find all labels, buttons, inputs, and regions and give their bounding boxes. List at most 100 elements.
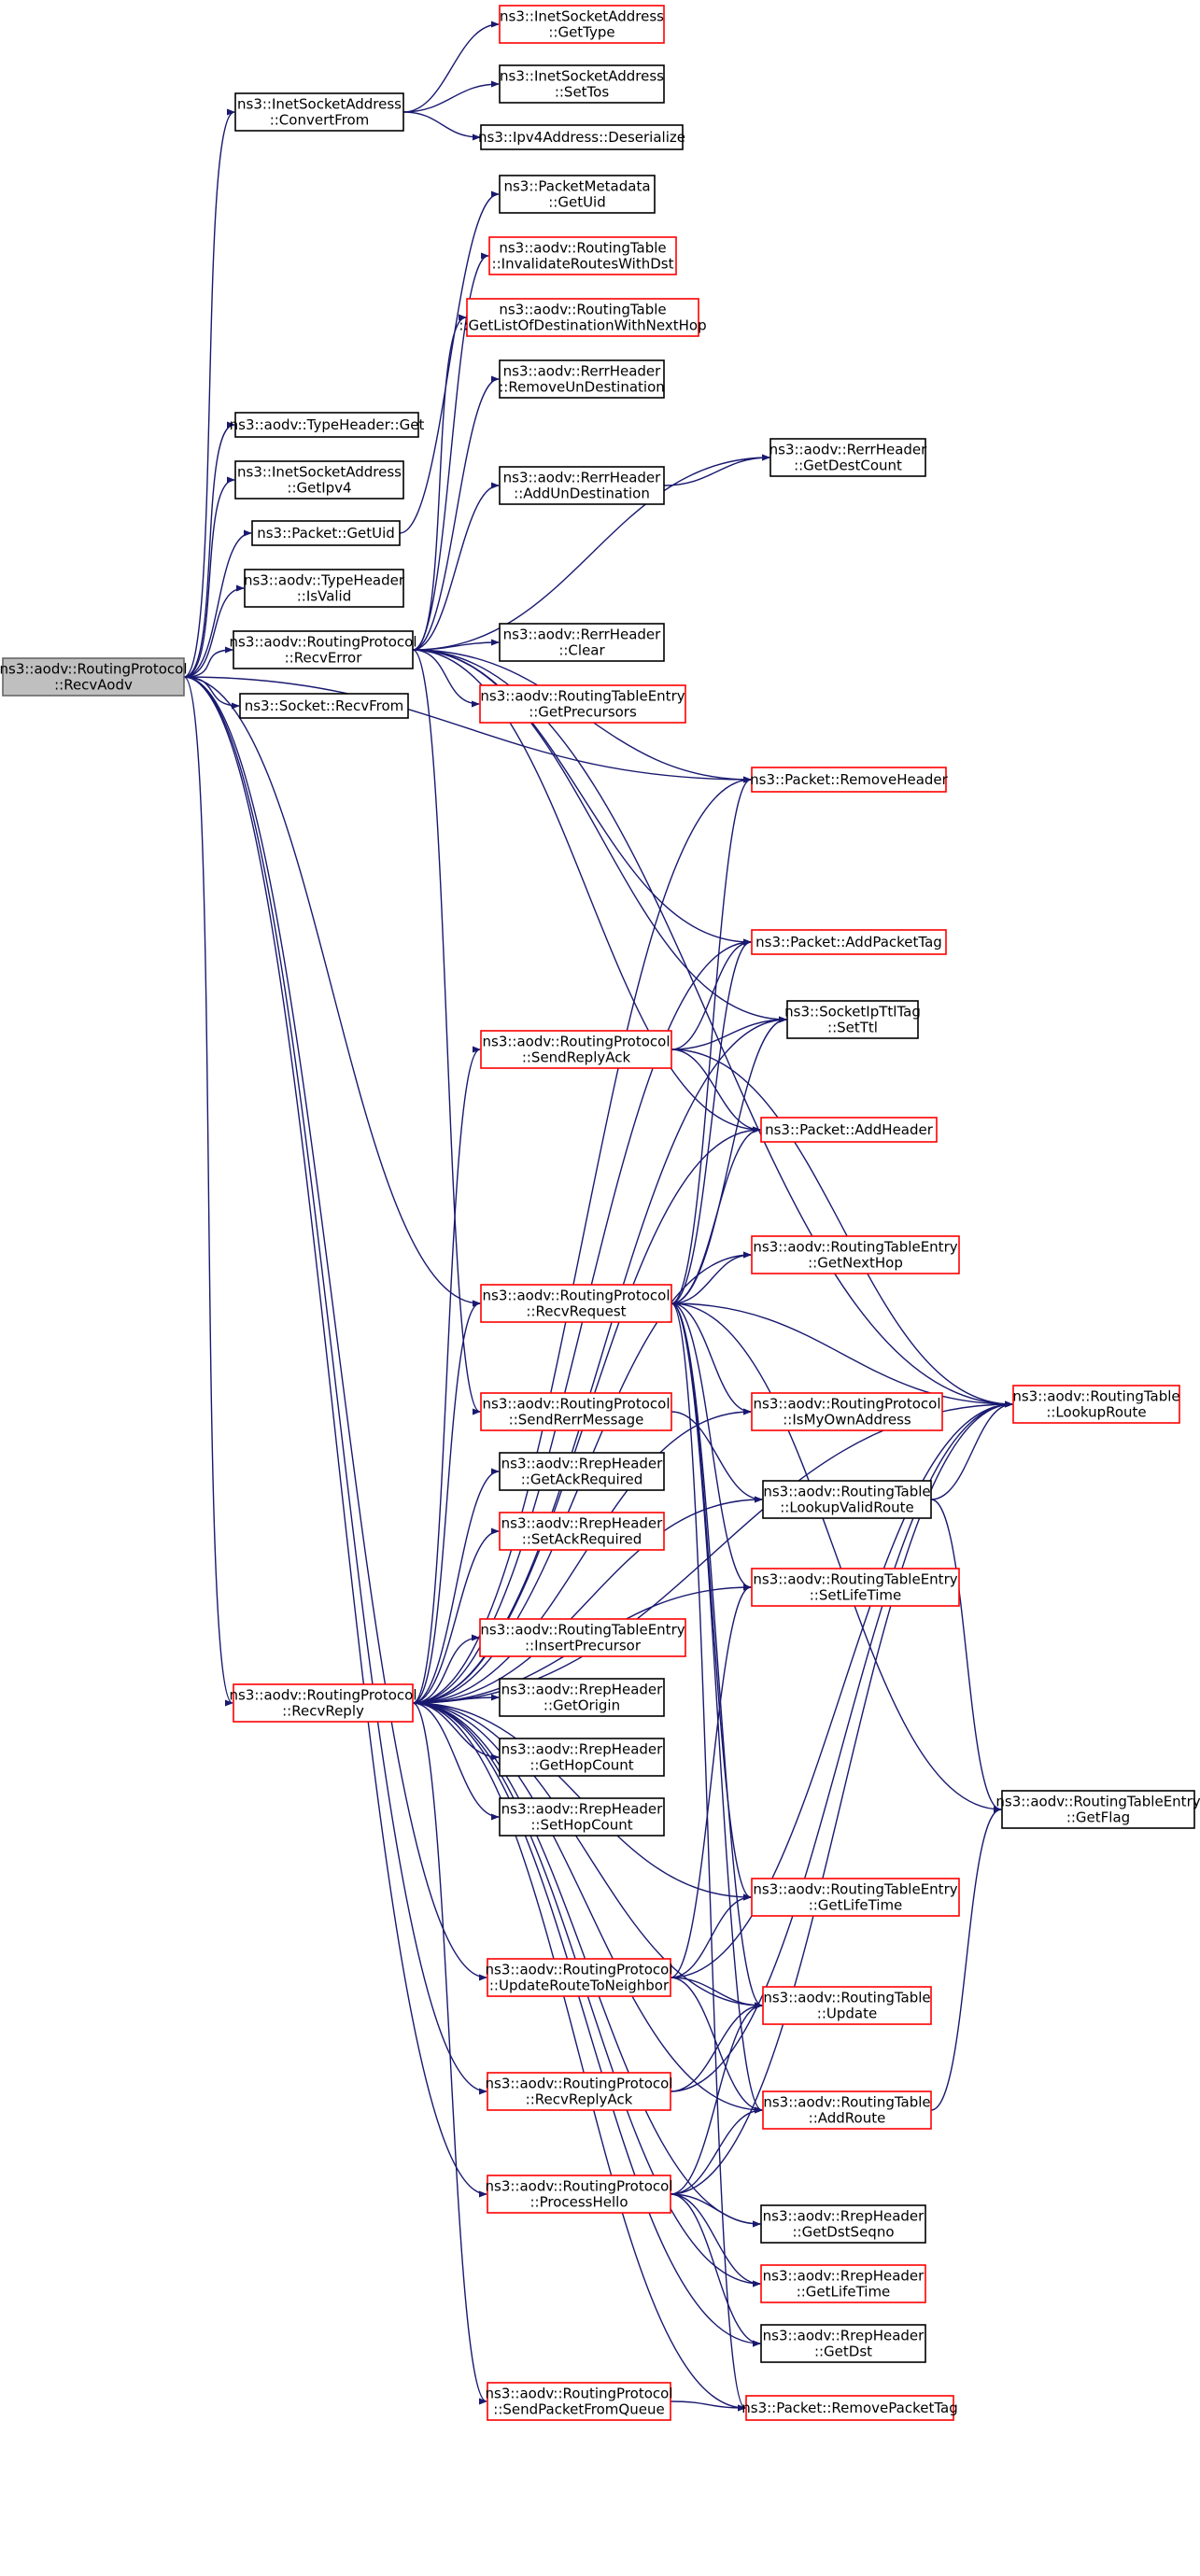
node-RTE_GetPrec[interactable]: ns3::aodv::RoutingTableEntry::GetPrecurs… [479,684,686,724]
node-RREP_SetAckReq[interactable]: ns3::aodv::RrepHeader::SetAckRequired [499,1512,665,1551]
node-box [499,1678,665,1717]
node-label-line: ns3::aodv::RoutingTable [1012,1388,1179,1405]
node-label-line: ::IsMyOwnAddress [783,1412,911,1429]
node-RTE_GetLifeTime[interactable]: ns3::aodv::RoutingTableEntry::GetLifeTim… [751,1878,960,1917]
node-TH_Get[interactable]: ns3::aodv::TypeHeader::Get [230,412,425,438]
edge-RecvError-to-RERR_GetDestCount [412,454,770,651]
node-label-line: ns3::aodv::RoutingTableEntry [753,1881,957,1898]
node-box [487,2382,671,2421]
node-label-line: ::GetType [548,24,614,41]
node-label-line: ns3::aodv::RrepHeader [501,1456,663,1472]
node-RREP_GetDstSeqno[interactable]: ns3::aodv::RrepHeader::GetDstSeqno [760,2204,926,2244]
node-RecvReply[interactable]: ns3::aodv::RoutingProtocol::RecvReply [230,1683,417,1723]
node-label-line: ::SetTos [555,84,610,101]
node-label-line: ns3::aodv::RrepHeader [763,2268,925,2285]
edge-RecvRequest-to-RTE_GetFlag [671,1302,1002,1813]
node-RecvRequest[interactable]: ns3::aodv::RoutingProtocol::RecvRequest [480,1284,672,1323]
edge-SendReplyAck-to-P_AddPacketTag [671,938,752,1050]
node-ISA_SetTos[interactable]: ns3::InetSocketAddress::SetTos [499,64,665,104]
node-ISA_GetType[interactable]: ns3::InetSocketAddress::GetType [499,5,665,44]
node-label-line: ::RecvError [285,650,363,667]
node-RREP_GetOrigin[interactable]: ns3::aodv::RrepHeader::GetOrigin [499,1678,665,1717]
edge-P_GetUid-to-PM_GetUid [399,190,500,534]
node-label-line: ns3::aodv::RoutingTable [763,1484,930,1500]
node-RTE_GetNextHop[interactable]: ns3::aodv::RoutingTableEntry::GetNextHop [751,1235,960,1274]
node-P_RemovePacketTag[interactable]: ns3::Packet::RemovePacketTag [741,2395,958,2421]
node-box [751,1878,960,1917]
edge-RecvReply-to-RecvRequest [412,1300,481,1704]
node-RT_LookupValid[interactable]: ns3::aodv::RoutingTable::LookupValidRout… [762,1480,932,1519]
edge-ConvertFrom-to-ISA_GetType [402,21,500,113]
node-RTE_SetLifeTime[interactable]: ns3::aodv::RoutingTableEntry::SetLifeTim… [751,1568,960,1607]
node-IsMyOwnAddress[interactable]: ns3::aodv::RoutingProtocol::IsMyOwnAddre… [751,1392,943,1431]
edge-SendReplyAck-to-RT_LookupRoute [671,1049,1013,1408]
node-RT_Invalidate[interactable]: ns3::aodv::RoutingTable::InvalidateRoute… [488,236,677,275]
node-RREP_GetAckReq[interactable]: ns3::aodv::RrepHeader::GetAckRequired [499,1452,665,1491]
edge-RecvAodv-to-P_GetUid [183,529,252,678]
node-box [786,1000,919,1039]
node-label-line: ::GetFlag [1066,1809,1130,1826]
node-label-line: ns3::aodv::RoutingProtocol [483,1034,671,1050]
node-label-line: ns3::aodv::RoutingTable [499,240,666,257]
edge-RecvReply-to-RT_AddRoute [412,1702,763,2114]
edge-RecvReply-to-SIT_SetTtl [412,1016,787,1704]
node-RREP_SetHopCount[interactable]: ns3::aodv::RrepHeader::SetHopCount [499,1797,665,1837]
node-SendRerrMessage[interactable]: ns3::aodv::RoutingProtocol::SendRerrMess… [480,1392,672,1431]
edge-ProcessHello-to-RREP_GetDst [670,2193,761,2347]
node-RT_AddRoute[interactable]: ns3::aodv::RoutingTable::AddRoute [762,2090,932,2130]
node-P_GetUid[interactable]: ns3::Packet::GetUid [251,520,401,546]
node-label-line: ::GetLifeTime [809,1897,903,1914]
node-TH_IsValid[interactable]: ns3::aodv::TypeHeader::IsValid [244,569,405,608]
node-P_RemoveHeader[interactable]: ns3::Packet::RemoveHeader [750,767,949,793]
node-UpdateRouteToNeighbor[interactable]: ns3::aodv::RoutingProtocol::UpdateRouteT… [486,1958,673,1997]
node-RTE_GetFlag[interactable]: ns3::aodv::RoutingTableEntry::GetFlag [995,1790,1200,1829]
node-box [762,1986,932,2025]
node-ConvertFrom[interactable]: ns3::InetSocketAddress::ConvertFrom [234,92,404,132]
edge-RecvRequest-to-P_RemovePacketTag [671,1302,746,2412]
node-RTE_InsertPrec[interactable]: ns3::aodv::RoutingTableEntry::InsertPrec… [479,1618,686,1657]
node-box [499,1738,665,1777]
node-RecvAodv: ns3::aodv::RoutingProtocol::RecvAodv [0,657,187,697]
node-PM_GetUid[interactable]: ns3::PacketMetadata::GetUid [499,175,656,214]
node-Ipv4_Deserialize[interactable]: ns3::Ipv4Address::Deserialize [478,124,685,150]
node-RT_LookupRoute[interactable]: ns3::aodv::RoutingTable::LookupRoute [1012,1385,1180,1424]
node-RREP_GetLifeTime[interactable]: ns3::aodv::RrepHeader::GetLifeTime [760,2264,926,2303]
node-label-line: ns3::aodv::RrepHeader [501,1801,663,1818]
edge-RecvRequest-to-RTE_GetLifeTime [671,1302,752,1901]
edge-UpdateRouteToNeighbor-to-RT_AddRoute [670,1977,763,2114]
node-RREP_GetDst[interactable]: ns3::aodv::RrepHeader::GetDst [760,2324,926,2363]
node-ISA_GetIpv4[interactable]: ns3::InetSocketAddress::GetIpv4 [234,460,404,500]
edge-ProcessHello-to-RT_Update [670,2002,763,2195]
node-RecvError[interactable]: ns3::aodv::RoutingProtocol::RecvError [230,630,417,669]
node-label-line: ::GetHopCount [529,1757,633,1774]
edge-RecvAodv-to-RecvRequest [183,676,481,1307]
node-SIT_SetTtl[interactable]: ns3::SocketIpTtlTag::SetTtl [784,1000,921,1039]
node-SendReplyAck[interactable]: ns3::aodv::RoutingProtocol::SendReplyAck [480,1030,672,1069]
node-P_AddPacketTag[interactable]: ns3::Packet::AddPacketTag [751,929,947,955]
node-RREP_GetHopCount[interactable]: ns3::aodv::RrepHeader::GetHopCount [499,1738,665,1777]
node-RERR_Clear[interactable]: ns3::aodv::RerrHeader::Clear [499,623,665,662]
node-P_AddHeader[interactable]: ns3::Packet::AddHeader [760,1117,938,1143]
edge-RecvAodv-to-ProcessHello [183,676,487,2198]
node-RecvReplyAck[interactable]: ns3::aodv::RoutingProtocol::RecvReplyAck [486,2072,673,2111]
node-label-line: ns3::aodv::RoutingTableEntry [753,1571,957,1588]
node-RT_Update[interactable]: ns3::aodv::RoutingTable::Update [762,1986,932,2025]
node-box [1012,1385,1180,1424]
node-label-line: ::GetPrecursors [529,704,637,721]
node-label-line: ::GetNextHop [808,1255,903,1272]
node-label-line: ::GetDst [814,2344,872,2360]
edge-RecvAodv-to-P_RemoveHeader [183,676,752,783]
node-label-line: ns3::Packet::RemovePacketTag [741,2400,958,2416]
node-RT_GetListDest[interactable]: ns3::aodv::RoutingTable::GetListOfDestin… [459,298,707,337]
node-box [466,298,699,337]
node-SendPacketFromQueue[interactable]: ns3::aodv::RoutingProtocol::SendPacketFr… [486,2382,673,2421]
node-Socket_RecvFrom[interactable]: ns3::Socket::RecvFrom [239,693,409,719]
node-ProcessHello[interactable]: ns3::aodv::RoutingProtocol::ProcessHello [486,2175,673,2214]
node-RERR_Add[interactable]: ns3::aodv::RerrHeader::AddUnDestination [499,466,665,505]
node-layer: ns3::aodv::RoutingProtocol::RecvAodvns3:… [0,5,1200,2421]
node-RERR_GetDestCount[interactable]: ns3::aodv::RerrHeader::GetDestCount [769,438,928,477]
node-RERR_Remove[interactable]: ns3::aodv::RerrHeader::RemoveUnDestinati… [499,359,665,399]
node-label-line: ns3::Packet::AddPacketTag [755,934,942,950]
node-label-line: ns3::aodv::RoutingTableEntry [753,1239,957,1256]
node-label-line: ::RecvAodv [54,677,133,694]
